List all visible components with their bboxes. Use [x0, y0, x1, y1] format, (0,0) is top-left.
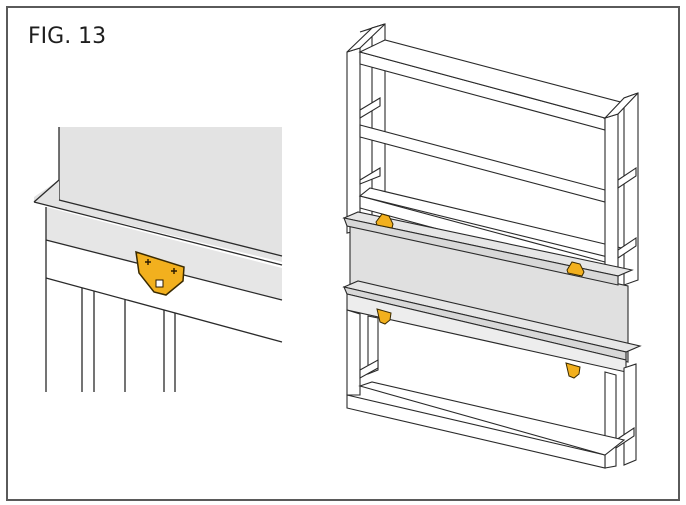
figure-label: FIG. 13	[28, 24, 107, 49]
bracket-icon	[375, 213, 585, 379]
detail-panel	[59, 127, 282, 257]
overview-view	[342, 23, 642, 469]
bracket-icon	[135, 250, 185, 296]
detail-view	[33, 127, 283, 392]
